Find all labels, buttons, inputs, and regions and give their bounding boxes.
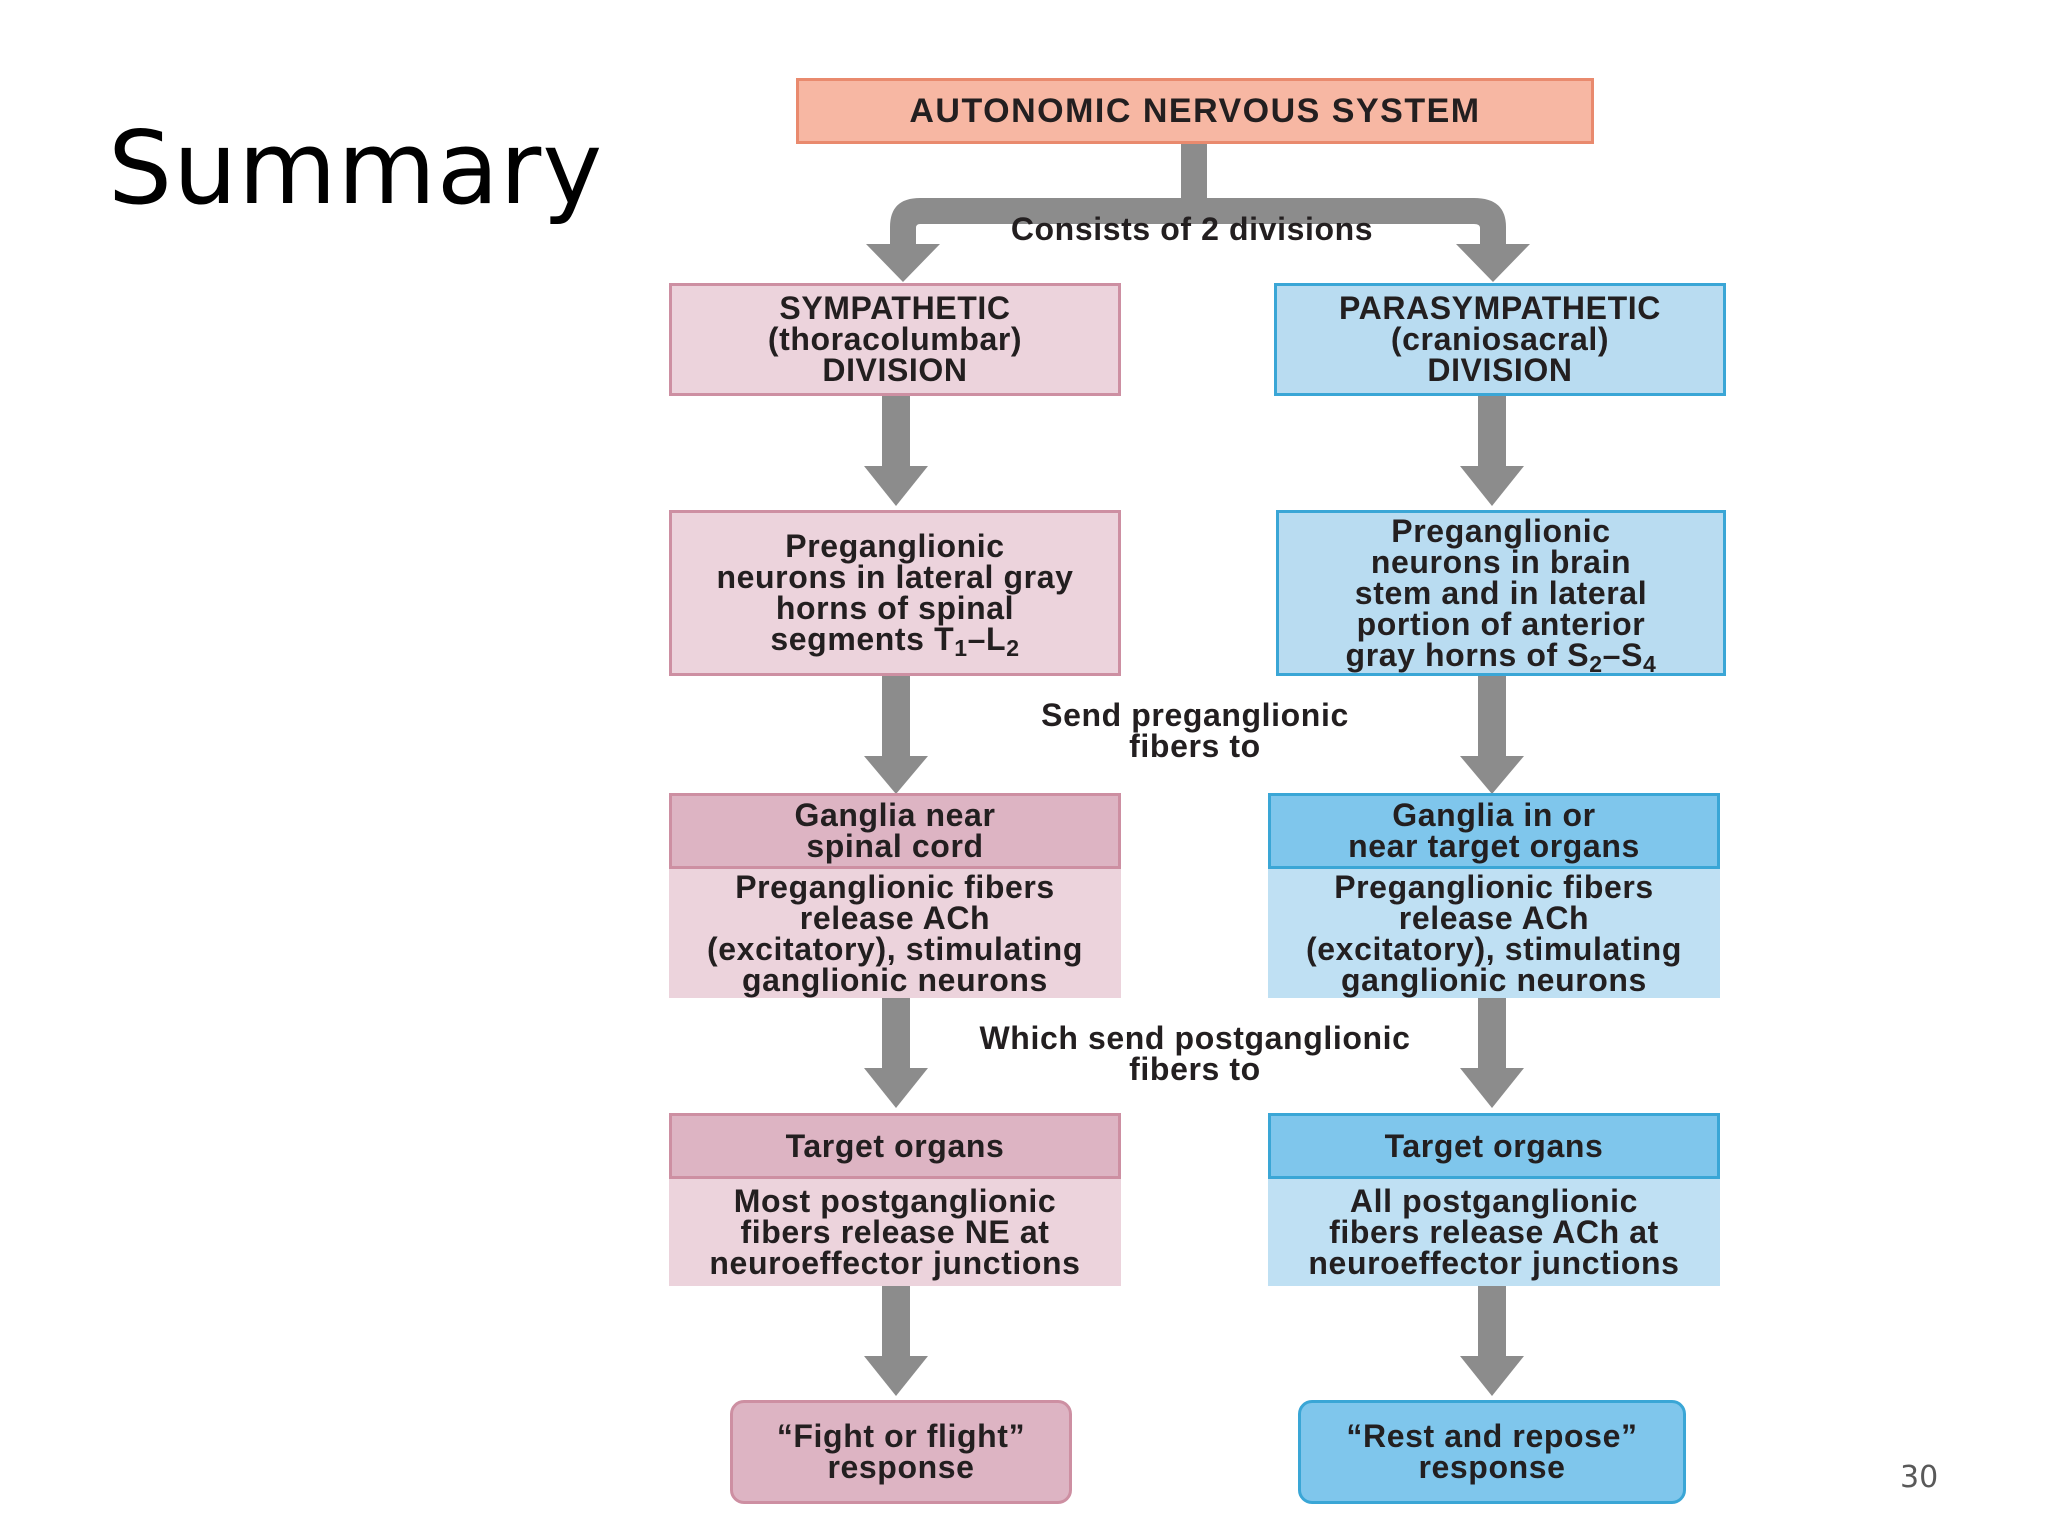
arrowhead-symp-4 [864, 1068, 928, 1108]
root-label: AUTONOMIC NERVOUS SYSTEM [909, 91, 1481, 130]
middle-label-1: Send preganglionic fibers to [960, 697, 1430, 764]
arrowhead-para-3 [1460, 756, 1524, 794]
branch-bar [890, 198, 1506, 246]
parasympathetic-preganglionic-box: Preganglionic neurons in brain stem and … [1276, 510, 1726, 676]
symp-ganglia-body-4: ganglionic neurons [742, 961, 1048, 998]
arrowhead-right-1 [1456, 244, 1530, 282]
fight-or-flight-response-box: “Fight or flight” response [730, 1400, 1072, 1504]
symp-pregang-line-4: segments T1–L2 [770, 621, 1019, 659]
para-response-line-1: “Rest and repose” [1346, 1418, 1638, 1454]
symp-ganglia-body-2: release ACh [799, 899, 991, 936]
para-pregang-line-5: gray horns of S2–S4 [1345, 636, 1657, 675]
middle-label-2-line-1: Which send postganglionic [979, 1020, 1411, 1056]
symp-response-line-2: response [827, 1449, 975, 1485]
symp-seg-end: 2 [1006, 634, 1020, 661]
sympathetic-preganglionic-box: Preganglionic neurons in lateral gray ho… [669, 510, 1121, 676]
para-ganglia-body-3: (excitatory), stimulating [1306, 930, 1682, 967]
para-target-body-2: fibers release ACh at [1329, 1214, 1659, 1250]
para-seg-start: 2 [1589, 650, 1603, 677]
symp-target-body-1: Most postganglionic [733, 1183, 1057, 1219]
sympathetic-ganglia-head: Ganglia near spinal cord [669, 793, 1121, 869]
slide-title: Summary [108, 109, 604, 227]
symp-seg-dash: –L [967, 621, 1007, 657]
middle-label-2: Which send postganglionic fibers to [920, 1020, 1470, 1087]
para-division-line-3: DIVISION [1427, 352, 1573, 388]
symp-pregang-line-3: horns of spinal [775, 590, 1015, 626]
arrowhead-symp-5 [864, 1356, 928, 1396]
symp-target-body-2: fibers release NE at [740, 1214, 1050, 1250]
arrowhead-symp-2 [864, 466, 928, 506]
symp-target-body-3: neuroeffector junctions [709, 1245, 1081, 1281]
para-ganglia-head-2: near target organs [1348, 828, 1640, 864]
arrowhead-para-5 [1460, 1356, 1524, 1396]
rest-and-repose-response-box: “Rest and repose” response [1298, 1400, 1686, 1504]
symp-seg-prefix: segments T [770, 621, 955, 657]
sympathetic-target-body: Most postganglionic fibers release NE at… [669, 1179, 1121, 1286]
parasympathetic-division-box: PARASYMPATHETIC (craniosacral) DIVISION [1274, 283, 1726, 396]
symp-target-head-text: Target organs [785, 1127, 1005, 1164]
para-division-line-1: PARASYMPATHETIC [1339, 290, 1661, 326]
symp-response-line-1: “Fight or flight” [776, 1418, 1026, 1454]
symp-division-line-3: DIVISION [822, 352, 968, 388]
middle-label-2-line-2: fibers to [1129, 1051, 1261, 1087]
symp-division-line-2: (thoracolumbar) [767, 321, 1023, 357]
para-ganglia-body-2: release ACh [1398, 899, 1590, 936]
para-response-line-2: response [1418, 1449, 1566, 1485]
parasympathetic-target-head: Target organs [1268, 1113, 1720, 1179]
para-pregang-line-4: portion of anterior [1356, 605, 1646, 642]
symp-division-line-1: SYMPATHETIC [779, 290, 1011, 326]
parasympathetic-ganglia-body: Preganglionic fibers release ACh (excita… [1268, 869, 1720, 998]
para-pregang-line-3: stem and in lateral [1354, 574, 1648, 611]
middle-label-1-line-1: Send preganglionic [1041, 697, 1349, 733]
para-ganglia-head-1: Ganglia in or [1392, 797, 1596, 833]
root-trunk [1181, 144, 1207, 200]
para-seg-prefix: gray horns of S [1345, 636, 1590, 673]
sympathetic-target-head: Target organs [669, 1113, 1121, 1179]
symp-ganglia-head-1: Ganglia near [794, 797, 996, 833]
symp-pregang-line-2: neurons in lateral gray [716, 559, 1074, 595]
symp-ganglia-body-3: (excitatory), stimulating [707, 930, 1083, 967]
sympathetic-division-box: SYMPATHETIC (thoracolumbar) DIVISION [669, 283, 1121, 396]
para-target-body-3: neuroeffector junctions [1308, 1245, 1680, 1281]
arrowhead-para-2 [1460, 466, 1524, 506]
para-target-body-1: All postganglionic [1349, 1183, 1639, 1219]
sympathetic-ganglia-body: Preganglionic fibers release ACh (excita… [669, 869, 1121, 998]
arrowhead-symp-3 [864, 756, 928, 794]
para-ganglia-body-4: ganglionic neurons [1341, 961, 1647, 998]
split-label: Consists of 2 divisions [952, 211, 1432, 247]
symp-ganglia-body-1: Preganglionic fibers [735, 868, 1055, 905]
symp-pregang-line-1: Preganglionic [785, 528, 1005, 564]
para-pregang-line-1: Preganglionic [1391, 512, 1611, 549]
autonomic-nervous-system-box: AUTONOMIC NERVOUS SYSTEM [796, 78, 1594, 144]
para-seg-dash: –S [1602, 636, 1644, 673]
symp-seg-start: 1 [954, 634, 968, 661]
page-number: 30 [1900, 1460, 1939, 1495]
para-target-head-text: Target organs [1384, 1127, 1604, 1164]
parasympathetic-target-body: All postganglionic fibers release ACh at… [1268, 1179, 1720, 1286]
arrowhead-left-1 [866, 244, 940, 282]
symp-ganglia-head-2: spinal cord [806, 828, 984, 864]
arrowhead-para-4 [1460, 1068, 1524, 1108]
para-ganglia-body-1: Preganglionic fibers [1334, 868, 1654, 905]
para-seg-end: 4 [1643, 650, 1657, 677]
parasympathetic-ganglia-head: Ganglia in or near target organs [1268, 793, 1720, 869]
para-pregang-line-2: neurons in brain [1370, 543, 1632, 580]
split-label-text: Consists of 2 divisions [1010, 211, 1374, 247]
para-division-line-2: (craniosacral) [1390, 321, 1610, 357]
middle-label-1-line-2: fibers to [1129, 728, 1261, 764]
